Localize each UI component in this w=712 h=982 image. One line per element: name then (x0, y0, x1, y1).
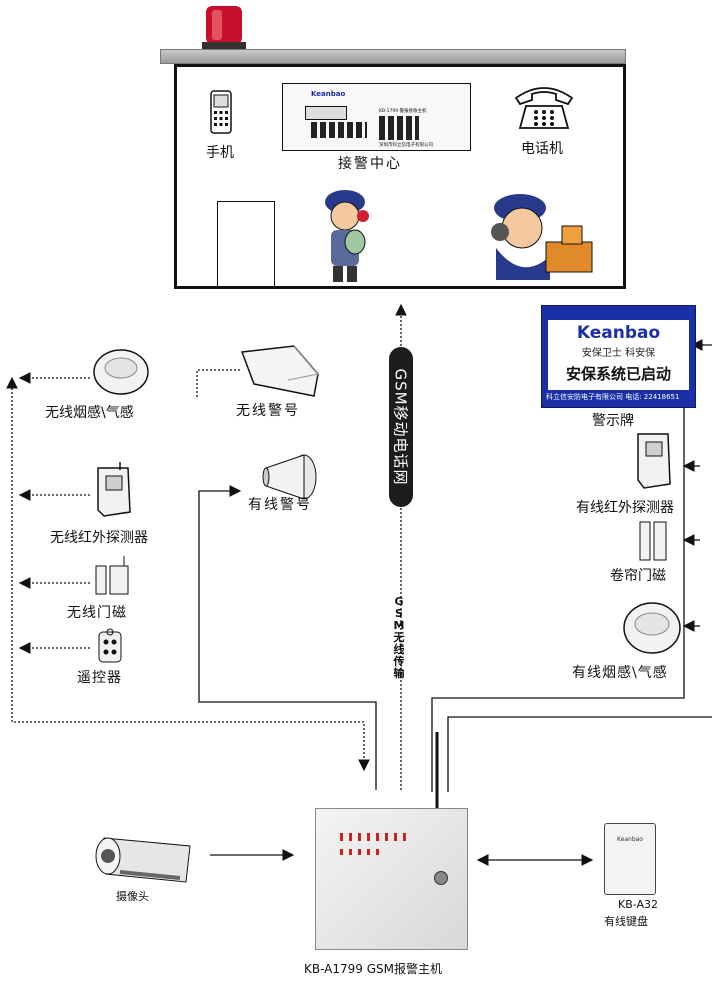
wireless-siren-icon (240, 345, 319, 397)
wireless-pir-detector-icon (97, 462, 131, 517)
console-brand: Keanbao (311, 90, 346, 98)
police-operator-standing-icon (325, 190, 369, 282)
console-display (305, 106, 347, 120)
wireless-siren-link (196, 369, 240, 398)
panel-led-row-2 (340, 849, 382, 855)
door (217, 201, 275, 289)
console-company: 深圳市科立信电子有限公司 (379, 143, 433, 148)
telephone-label: 电话机 (521, 141, 563, 157)
wired-siren-icon (262, 454, 317, 500)
console-label: 接警中心 (338, 156, 402, 172)
console-keypad (379, 116, 419, 140)
wired-pir-label: 有线红外探测器 (576, 500, 674, 516)
sign-tagline: 安保卫士 科安保 (581, 348, 656, 359)
gsm-wireless-label: GSM无线传输 (393, 595, 405, 680)
wireless-pir-label: 无线红外探测器 (50, 530, 148, 546)
alarm-light-icon (202, 6, 246, 50)
mobile-label: 手机 (206, 145, 234, 161)
sign-brand: Keanbao (576, 323, 661, 343)
camera-label: 摄像头 (116, 890, 149, 903)
wired-smoke-detector-icon (623, 602, 681, 654)
panel-led-row-1 (340, 833, 410, 841)
gsm-alarm-host-panel (315, 808, 468, 950)
sign-main-text: 安保系统已启动 (565, 365, 671, 383)
police-operator-desk-icon (491, 194, 593, 280)
station-roof (160, 49, 626, 64)
keypad-label: 有线键盘 (604, 915, 648, 928)
remote-control-icon (98, 628, 122, 663)
panel-lock-icon (434, 871, 448, 885)
wireless-smoke-detector-icon (93, 349, 149, 395)
wired-keypad: Keanbao (604, 823, 656, 895)
wireless-door-sensor-icon (95, 556, 129, 595)
camera-icon (95, 837, 191, 883)
gsm-network-pill: GSM移动电话网 (389, 347, 413, 507)
telephone-icon (514, 87, 574, 129)
warning-sign-face: Keanbao 安保卫士 科安保 安保系统已启动 (548, 320, 689, 390)
wired-siren-line (198, 485, 377, 790)
wired-siren-label: 有线警号 (248, 497, 312, 513)
wireless-bus-line (6, 376, 370, 772)
console-buttons (311, 122, 367, 138)
keypad-brand: Keanbao (617, 836, 643, 843)
console-model: KB-1799 警报接收主机 (379, 109, 427, 114)
host-caption: KB-A1799 GSM报警主机 (304, 962, 443, 976)
shutter-sensor-icon (639, 521, 667, 561)
wireless-smoke-label: 无线烟感\气感 (45, 405, 134, 421)
remote-label: 遥控器 (77, 670, 122, 686)
wired-bus-line-2 (447, 716, 712, 792)
wireless-siren-label: 无线警号 (236, 403, 300, 419)
keypad-model: KB-A32 (618, 898, 659, 911)
sign-footer: 科立信安防电子有限公司 电话: 22418651 (546, 393, 680, 401)
wired-smoke-label: 有线烟感\气感 (572, 665, 668, 681)
alarm-receiver-console: Keanbao KB-1799 警报接收主机 深圳市科立信电子有限公司 (282, 83, 471, 151)
gsm-network-label: GSM移动电话网 (391, 368, 410, 486)
mobile-phone-icon (210, 90, 232, 134)
warning-sign: Keanbao 安保卫士 科安保 安保系统已启动 科立信安防电子有限公司 电话:… (541, 305, 696, 408)
wireless-door-label: 无线门磁 (67, 605, 127, 621)
sign-caption: 警示牌 (592, 413, 634, 429)
wired-pir-detector-icon (637, 433, 671, 489)
shutter-sensor-label: 卷帘门磁 (610, 568, 666, 584)
